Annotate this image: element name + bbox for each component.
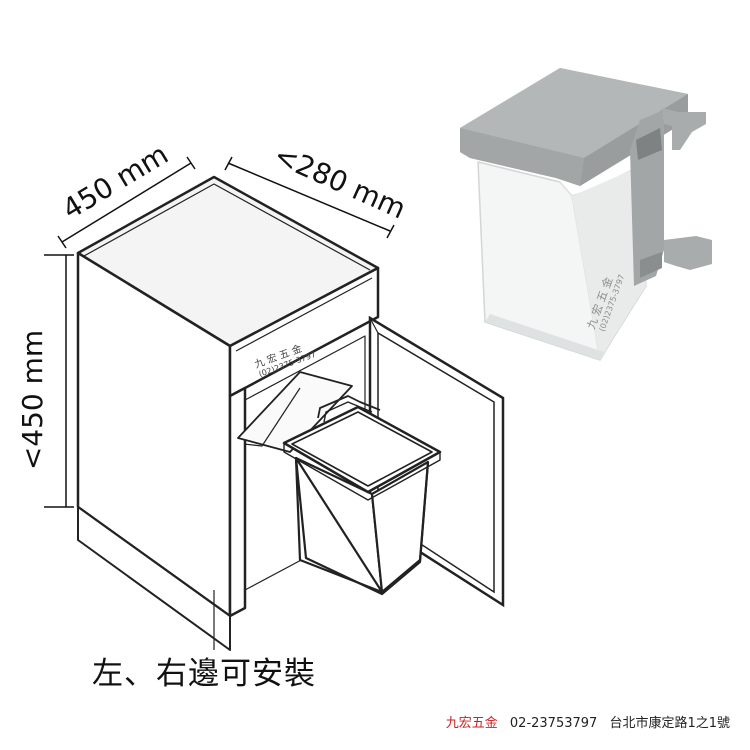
height-label: <450 mm	[16, 330, 49, 470]
depth-label: <280 mm	[269, 138, 411, 225]
store-brand: 九宏五金	[445, 716, 498, 731]
drawing-bin	[282, 395, 442, 596]
store-footer: 九宏五金 02-23753797 台北市康定路1之1號	[446, 712, 730, 731]
cabinet-front-band	[228, 266, 380, 398]
product-photo: 九 宏 五 金 (02)2375-3797	[460, 68, 712, 361]
store-phone: 02-23753797	[509, 716, 598, 731]
store-address: 台北市康定路1之1號	[609, 716, 730, 731]
cabinet-drawing	[76, 175, 380, 651]
mounting-caption: 左、右邊可安裝	[92, 656, 316, 692]
height-dimension: <450 mm	[16, 254, 74, 508]
